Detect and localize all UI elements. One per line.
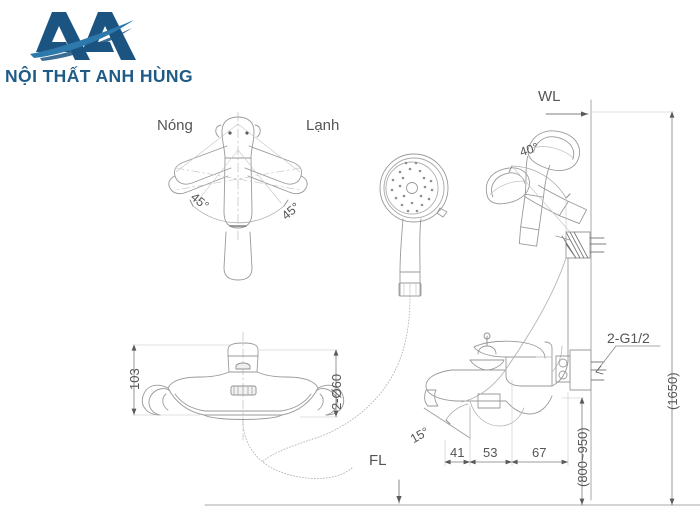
handheld-shower [261,153,449,463]
mixer-side-body [424,257,607,427]
top-view-handle [168,111,308,281]
label-cold: Lạnh [306,117,340,134]
dim-103 [131,344,231,416]
label-water-level: WL [538,88,561,105]
label-dim-41: 41 [450,445,465,460]
dim-800-950 [561,397,585,506]
side-view-installation [204,99,700,506]
dim-chain [444,379,569,467]
ah-monogram-icon [30,12,136,61]
thread-leader [595,345,661,375]
company-name: NỘI THẤT ANH HÙNG [5,66,193,86]
label-dim-2-d60: 2-Ø60 [329,373,344,410]
label-dim-800-950: (800~950) [575,427,590,487]
label-thread-2-g12: 2-G1/2 [607,330,650,346]
company-logo: NỘI THẤT ANH HÙNG [4,8,194,90]
dim-1650 [591,111,675,506]
label-floor-level: FL [369,452,387,469]
dim-2-d60 [257,349,339,418]
label-dim-103: 103 [127,368,142,390]
label-hot: Nóng [157,117,193,134]
label-dim-67: 67 [532,445,547,460]
label-dim-53: 53 [483,445,498,460]
label-dim-1650: (1650) [665,372,680,410]
